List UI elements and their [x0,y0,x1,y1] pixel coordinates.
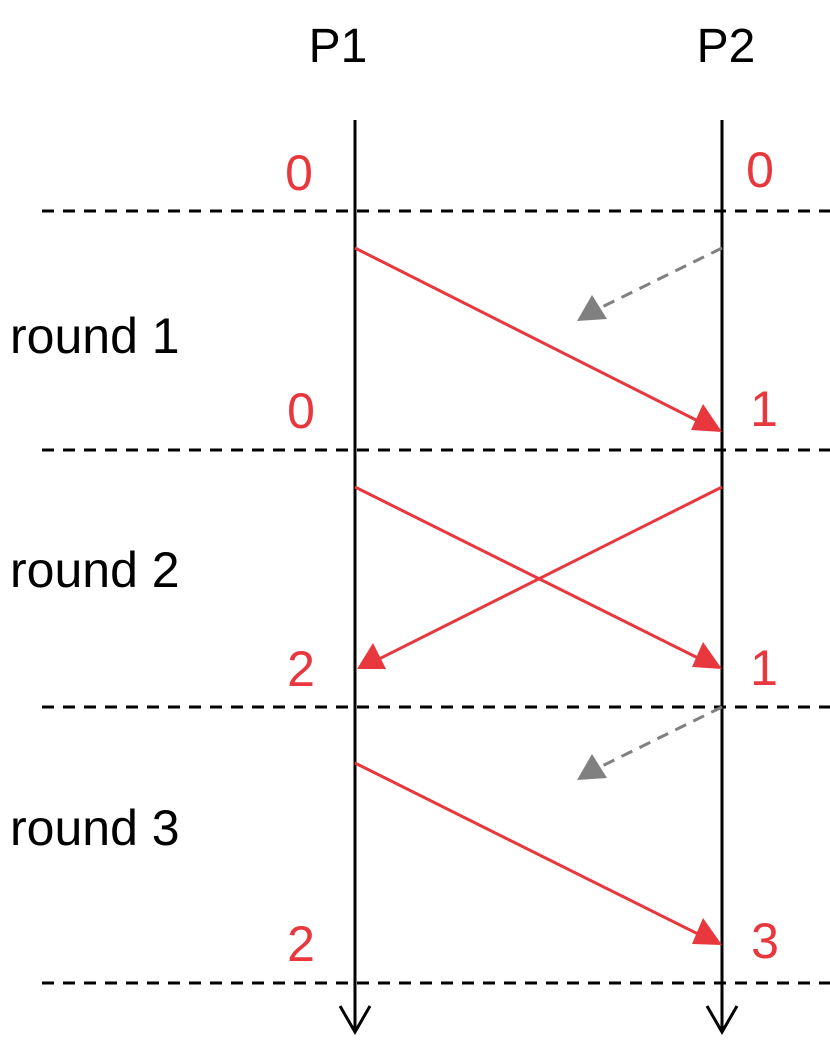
counter-p1-initial: 0 [285,145,313,201]
message-arrow-r2-p1-to-p2 [354,485,701,661]
process-label-p1: P1 [309,20,368,73]
timeline-p1-arrowhead [338,1005,372,1036]
lost-message-r3-p2-to-p1 [597,705,723,770]
round-label-3: round 3 [10,800,180,856]
message-arrowhead-r2-p2-to-p1 [357,643,386,669]
counter-p2-round-3: 3 [751,913,779,969]
counter-p1-round-1: 0 [287,383,315,439]
counter-p2-initial: 0 [746,142,774,198]
message-arrow-r2-p2-to-p1 [376,485,723,662]
lost-message-r1-p2-to-p1 [597,246,723,311]
counter-p2-round-2: 1 [750,640,778,696]
round-label-2: round 2 [10,542,180,598]
message-arrow-r1-p1-to-p2 [354,246,701,424]
process-label-p2: P2 [697,20,756,73]
timeline-p2-arrowhead [705,1005,739,1036]
message-arrow-r3-p1-to-p2 [354,761,701,937]
lost-message-arrowhead-r1 [577,295,607,321]
counter-p1-round-2: 2 [287,641,315,697]
counter-p1-round-3: 2 [287,916,315,972]
message-arrowhead-r3-p1-to-p2 [692,918,722,945]
message-arrowhead-r1-p1-to-p2 [691,404,722,432]
round-label-1: round 1 [10,308,180,364]
counter-p2-round-1: 1 [750,381,778,437]
message-arrowhead-r2-p1-to-p2 [692,642,722,669]
lost-message-arrowhead-r3 [577,754,607,780]
